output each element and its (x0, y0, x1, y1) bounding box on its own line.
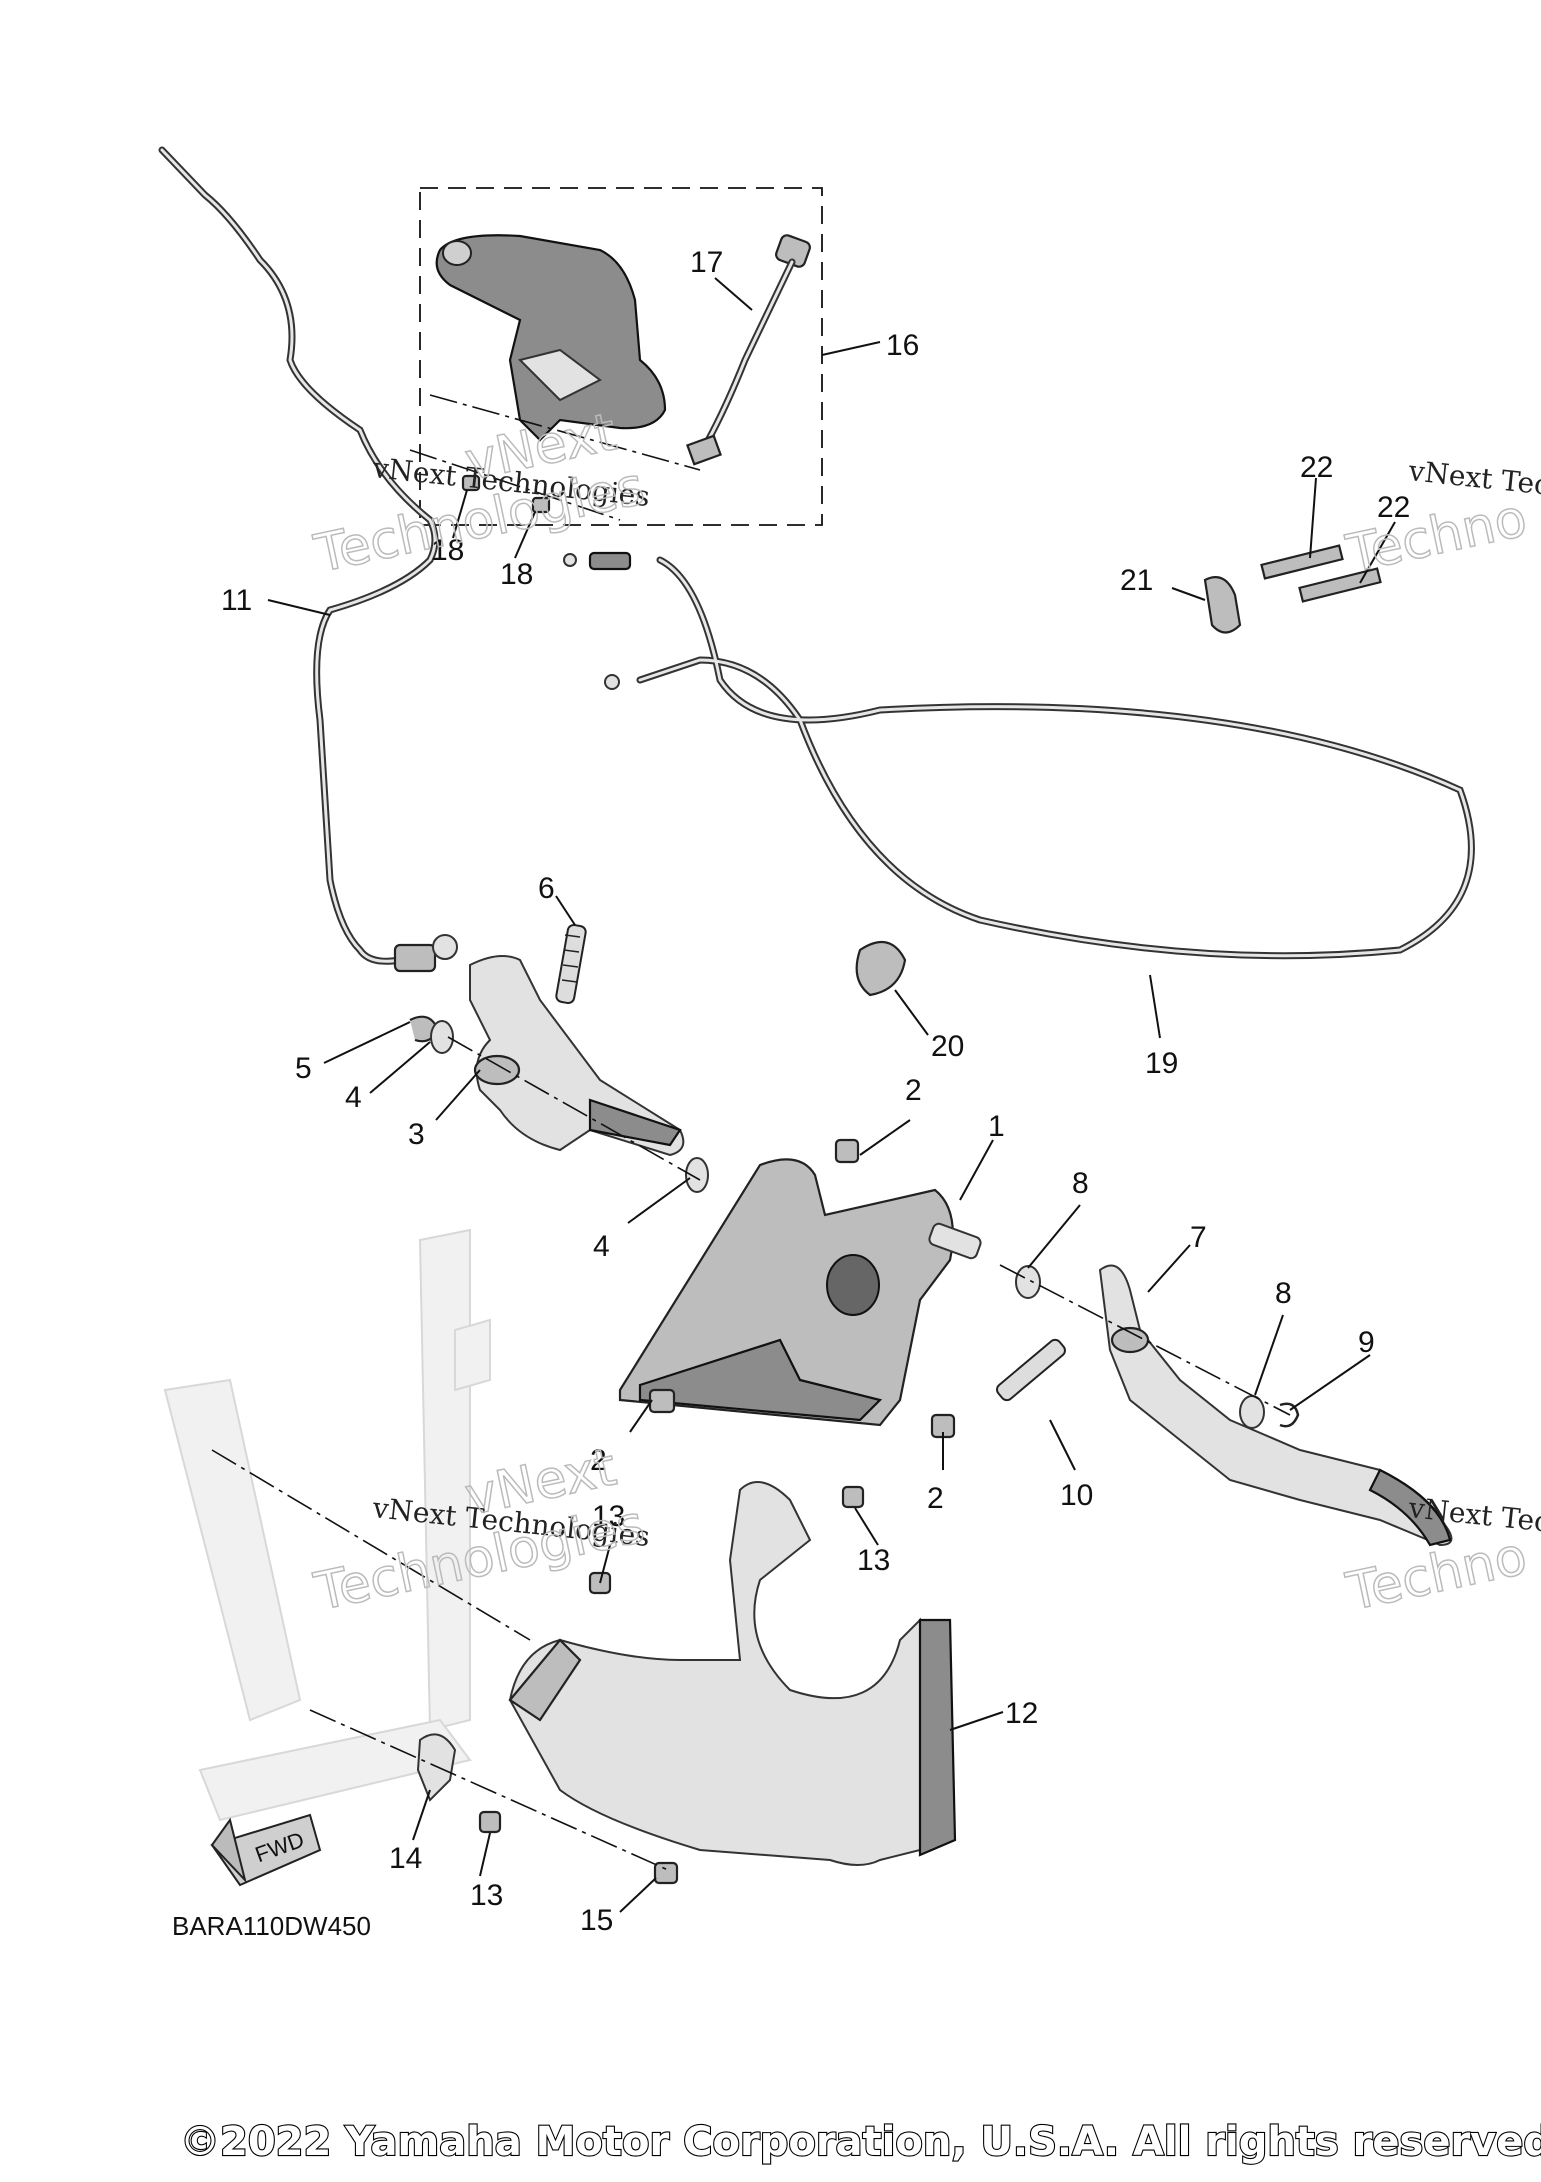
brake-cable-19 (563, 551, 1475, 960)
clip-9 (1279, 1402, 1300, 1428)
callout-2-right: 2 (927, 1482, 944, 1515)
callout-15: 15 (580, 1904, 613, 1937)
callout-4-upper: 4 (345, 1081, 362, 1114)
callout-14: 14 (389, 1842, 422, 1875)
callout-12: 12 (1005, 1697, 1038, 1730)
cable-clamp-21 (1203, 576, 1242, 634)
callout-13-bottom: 13 (470, 1879, 503, 1912)
callout-13-left: 13 (592, 1500, 625, 1533)
callout-22-right: 22 (1377, 491, 1410, 524)
callout-21: 21 (1120, 564, 1153, 597)
cover-12 (508, 1481, 957, 1866)
washer-8-right (1239, 1395, 1265, 1429)
parking-brake-lever (435, 234, 667, 442)
callout-16: 16 (886, 329, 919, 362)
callout-17: 17 (690, 246, 723, 279)
assembly-axis-lines (211, 394, 1291, 1871)
washer-4-lower (685, 1157, 709, 1193)
callout-6: 6 (538, 872, 555, 905)
callout-10: 10 (1060, 1479, 1093, 1512)
diagram-code: BARA110DW450 (172, 1911, 371, 1941)
callout-8-right: 8 (1275, 1277, 1292, 1310)
cable-clip-20 (855, 940, 907, 997)
bolt-2-left (648, 1388, 676, 1414)
callout-22-left: 22 (1300, 451, 1333, 484)
fastener-18-right (531, 496, 551, 514)
brake-cable-11 (158, 146, 458, 973)
callout-labels: 1 2 2 2 3 4 4 5 6 7 8 8 9 10 11 12 13 13… (221, 246, 1410, 1937)
rods-22 (1260, 544, 1382, 603)
fwd-arrow-icon: FWD (210, 1813, 322, 1887)
callout-20: 20 (931, 1030, 964, 1063)
frame-ghost (163, 1228, 491, 1822)
assembly-box-16 (419, 187, 823, 526)
callout-4-lower: 4 (593, 1230, 610, 1263)
brake-pedal-arm-3 (469, 955, 685, 1157)
washer-4-upper (430, 1020, 454, 1054)
callout-3: 3 (408, 1118, 425, 1151)
callout-18-right: 18 (500, 558, 533, 591)
bolt-13-top-right (841, 1485, 865, 1509)
callout-5: 5 (295, 1052, 312, 1085)
callout-19: 19 (1145, 1047, 1178, 1080)
leader-lines (267, 277, 1396, 1913)
pedal-bracket-1 (618, 1158, 982, 1427)
callout-2-left: 2 (590, 1444, 607, 1477)
callout-1: 1 (988, 1110, 1005, 1143)
fastener-18-left (461, 474, 481, 492)
callout-9: 9 (1358, 1326, 1375, 1359)
bolt-15 (653, 1861, 679, 1885)
spring-6 (555, 923, 587, 1005)
spring-10 (996, 1338, 1066, 1402)
callout-13-top-right: 13 (857, 1544, 890, 1577)
washer-8-left (1015, 1265, 1041, 1299)
copyright-notice: ©2022 Yamaha Motor Corporation, U.S.A. A… (180, 2119, 1541, 2165)
bolt-13-bottom (478, 1810, 502, 1834)
pedal-7 (1098, 1264, 1453, 1547)
bolt-2-top (834, 1138, 860, 1164)
callout-7: 7 (1190, 1221, 1207, 1254)
brake-switch (686, 234, 811, 466)
watermark-outline-3: Techno (1341, 488, 1532, 585)
callout-8-left: 8 (1072, 1167, 1089, 1200)
callout-18-left: 18 (431, 534, 464, 567)
callout-11: 11 (221, 584, 252, 617)
callout-2-top: 2 (905, 1074, 922, 1107)
